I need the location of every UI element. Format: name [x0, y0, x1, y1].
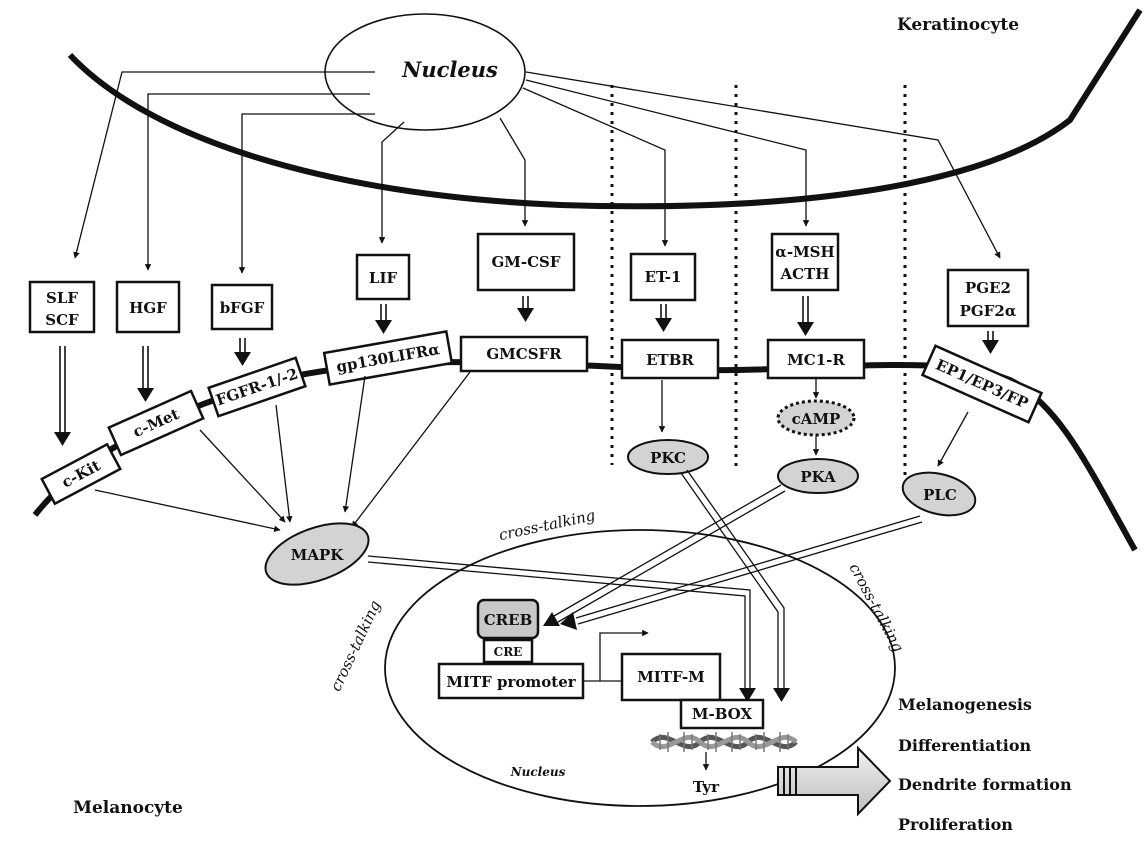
outcome-proliferation: Proliferation — [898, 815, 1013, 834]
ligand-box-slf-scf — [28, 280, 96, 334]
receptor-gmcsfr-label: GMCSFR — [486, 345, 562, 363]
keratinocyte-nuclear-envelope — [67, 8, 1143, 210]
receptor-etbr-label: ETBR — [646, 351, 694, 369]
receptor-fgfr: FGFR-1/-2 — [207, 356, 307, 418]
arrow-gp130-mapk — [342, 375, 366, 513]
pka-node — [777, 458, 859, 494]
cre-label: CRE — [494, 645, 523, 659]
dna-helix-icon — [650, 732, 798, 752]
ligand-box-lif — [355, 253, 411, 301]
receptor-mc1r-label: MC1-R — [787, 351, 845, 369]
creb-box — [476, 598, 540, 640]
ligand-bfgf-label: bFGF — [220, 299, 265, 317]
ligand-et1-label: ET-1 — [645, 268, 682, 286]
cross-talking-left: cross-talking — [327, 598, 385, 694]
tyr-label: Tyr — [693, 778, 720, 796]
double-arrow-bfgf — [234, 338, 251, 366]
mitf-promoter-box — [437, 662, 585, 700]
double-arrow-msh — [797, 296, 814, 336]
plc-label: PLC — [923, 486, 957, 504]
ligand-box-et1 — [629, 252, 697, 302]
arrow-gmcsfr-mapk — [351, 371, 471, 528]
secretion-arrow-lif — [378, 121, 405, 244]
creb-label: CREB — [484, 611, 533, 629]
ligand-pge2-label: PGE2 — [965, 279, 1011, 297]
secretion-arrow-bfgf — [238, 113, 375, 274]
double-arrow-pge — [982, 331, 999, 354]
arrow-cmet-mapk — [199, 429, 286, 523]
secretion-arrow-msh — [525, 79, 810, 227]
cre-box — [482, 638, 534, 664]
ligand-gmcsf-label: GM-CSF — [491, 253, 560, 271]
receptor-mc1r — [766, 338, 866, 380]
receptor-ep1-ep3-fp: EP1/EP3/FP — [920, 344, 1044, 424]
arrow-ckit-mapk — [94, 489, 281, 532]
outcome-differentiation: Differentiation — [898, 736, 1031, 755]
ligand-scf-label: SCF — [45, 311, 79, 329]
ligand-lif-label: LIF — [369, 269, 398, 287]
double-arrow-hgf — [137, 346, 154, 402]
cross-talking-right: cross-talking — [845, 560, 907, 655]
mitf-promoter-label: MITF promoter — [446, 673, 576, 691]
pathway-pka-creb — [543, 484, 786, 626]
keratinocyte-nucleus-label: Nucleus — [401, 57, 498, 82]
ligand-box-gmcsf — [476, 232, 576, 292]
cross-talking-top: cross-talking — [497, 506, 597, 544]
secretion-arrow-slf — [73, 71, 375, 259]
pathway-mapk-mbox — [367, 555, 756, 702]
m-box — [679, 698, 765, 730]
melanocyte-nucleus-label: Nucleus — [510, 765, 566, 779]
transcription-start-arrow — [599, 629, 649, 681]
ligand-slf-label: SLF — [46, 289, 78, 307]
arrow-ep-plc — [937, 411, 969, 467]
ligand-box-pge2-pgf2a — [946, 268, 1030, 328]
receptor-ckit: c-Kit — [40, 442, 122, 506]
secretion-arrow-pge — [525, 71, 1001, 259]
plc-node — [901, 471, 977, 517]
m-box-label: M-BOX — [692, 705, 753, 723]
receptor-etbr — [620, 338, 720, 380]
receptor-gmcsfr — [459, 335, 589, 373]
ligand-pgf2a-label: PGF2α — [960, 302, 1017, 320]
ligand-box-bfgf — [210, 283, 274, 331]
ligand-box-msh-acth — [770, 232, 840, 292]
double-arrow-et1 — [655, 304, 672, 332]
ligand-msh-label: α-MSH — [775, 243, 834, 261]
pathway-plc-creb — [560, 515, 923, 630]
secretion-arrow-hgf — [144, 93, 370, 271]
receptor-gp130-lifr: gp130LIFRα — [322, 330, 454, 386]
pka-label: PKA — [800, 468, 836, 486]
ligand-box-hgf — [115, 280, 181, 334]
mitf-m-box — [620, 652, 722, 702]
double-arrow-gmcsf — [517, 296, 534, 322]
mitf-m-label: MITF-M — [637, 668, 705, 686]
double-arrow-lif — [375, 304, 392, 334]
mapk-node — [264, 522, 370, 586]
receptor-cmet: c-Met — [107, 389, 205, 457]
outcome-dendrite-formation: Dendrite formation — [898, 775, 1072, 794]
outcome-melanogenesis: Melanogenesis — [898, 695, 1032, 714]
melanocyte-nucleus — [384, 529, 896, 807]
camp-node — [776, 399, 856, 437]
melanocyte-label: Melanocyte — [73, 798, 183, 818]
output-arrow-icon — [777, 745, 892, 817]
secretion-arrow-et1 — [522, 87, 669, 247]
camp-label: cAMP — [792, 410, 841, 428]
pkc-node — [627, 439, 709, 475]
ligand-hgf-label: HGF — [129, 299, 167, 317]
ligand-acth-label: ACTH — [780, 265, 830, 283]
arrow-fgfr-mapk — [275, 404, 293, 523]
double-arrow-slf — [54, 346, 71, 446]
secretion-arrow-gmcsf — [499, 117, 529, 227]
pathway-pkc-mbox — [680, 469, 790, 702]
pkc-label: PKC — [650, 449, 686, 467]
mapk-label: MAPK — [291, 546, 345, 564]
keratinocyte-label: Keratinocyte — [897, 15, 1019, 35]
